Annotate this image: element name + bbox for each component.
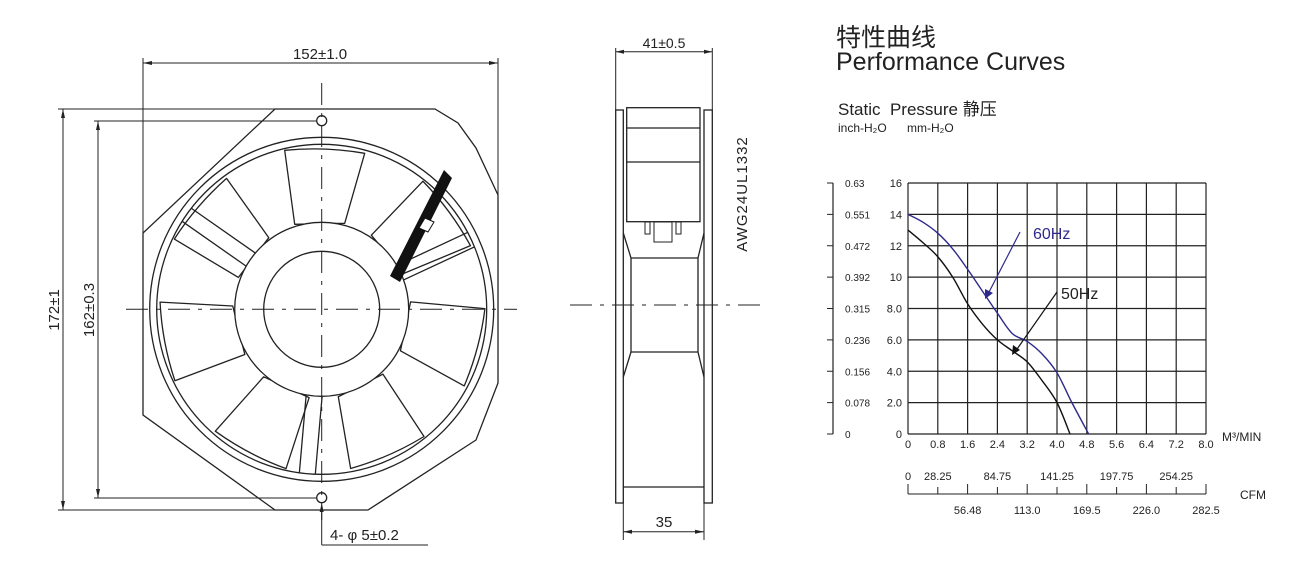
fan-blade [159,301,246,382]
y-tick-label-mm: 14 [890,209,902,221]
cfm-tick-label: 56.48 [954,505,982,517]
y-tick-label-inch: 0.63 [845,179,865,190]
chart-grid [907,182,1207,435]
fan-strut [181,207,257,268]
cfm-tick-label: 28.25 [924,471,952,483]
units-mm-label: mm-H₂O [907,121,954,135]
motor-box [626,107,701,223]
cfm-tick-label: 113.0 [1014,505,1041,517]
fan-housing-outline [142,108,499,511]
50hz-arrowhead [1012,345,1020,355]
x-tick-label: 0.8 [930,439,945,451]
fan-blade [214,376,310,470]
y-tick-label-inch: 0.236 [845,336,870,347]
wire-spec-label: AWG24UL1332 [734,136,751,252]
chart-curves [907,213,1090,435]
width-dim-label: 152±1.0 [293,46,347,63]
height-dimension: 172±1 [46,108,320,511]
y-tick-label-mm: 0 [896,429,902,441]
y-tick-label-inch: 0.392 [845,273,870,284]
performance-chart: 000.828.251.656.482.484.753.2113.04.0141… [827,178,1266,517]
inner-depth-label: 35 [656,514,673,531]
y-tick-label-inch: 0.472 [845,242,870,253]
cfm-tick-label: 141.25 [1040,471,1074,483]
mount-hole-top [316,115,328,127]
60hz-leader-line [986,231,1021,297]
chart-ticks: 000.828.251.656.482.484.753.2113.04.0141… [827,178,1220,517]
x-tick-label: 4.8 [1079,439,1094,451]
fan-blades [159,148,486,470]
x-tick-label: 5.6 [1109,439,1124,451]
hole-spacing-dimension: 162±0.3 [81,120,316,499]
x-tick-label: 6.4 [1139,439,1154,451]
hole-spacing-label: 162±0.3 [81,283,98,337]
y-tick-label-mm: 12 [890,241,902,253]
x-tick-label: 7.2 [1169,439,1184,451]
depth-dimension: 41±0.5 [615,35,713,110]
y-tick-label-inch: 0.551 [845,210,870,221]
fan-blade [173,177,270,279]
fan-blade [399,301,486,387]
height-dim-label: 172±1 [46,289,63,331]
y-tick-label-inch: 0 [845,430,851,441]
left-flange [615,109,624,504]
hole-callout: 4- φ 5±0.2 [319,503,428,546]
60hz-label: 60Hz [1033,226,1070,243]
terminal-connector [644,221,682,243]
width-dimension: 152±1.0 [142,46,499,233]
hole-dim-label: 4- φ 5±0.2 [330,527,399,544]
x-tick-label: 8.0 [1198,439,1213,451]
units-inch-label: inch-H₂O [838,121,887,135]
cfm-tick-label: 254.25 [1159,471,1193,483]
title-chinese: 特性曲线 [836,24,937,52]
y-tick-label-inch: 0.156 [845,367,870,378]
x-axis-unit-label: M³/MIN [1222,430,1261,444]
curve-60hz [907,213,1090,435]
y-tick-label-mm: 6.0 [887,335,902,347]
fan-side-view: 41±0.5 35 AWG24UL1332 [570,35,760,540]
60hz-arrowhead [985,289,993,299]
fan-blade [284,148,366,225]
cfm-tick-label: 282.5 [1192,505,1220,517]
y-tick-label-inch: 0.315 [845,305,870,316]
cfm-axis-unit-label: CFM [1240,488,1266,502]
50hz-label: 50Hz [1061,286,1098,303]
fan-strut [298,394,323,475]
x-tick-label: 3.2 [1020,439,1035,451]
cfm-tick-label: 0 [905,471,911,483]
y-tick-label-mm: 10 [890,272,902,284]
cfm-tick-label: 226.0 [1133,505,1161,517]
x-tick-label: 1.6 [960,439,975,451]
x-tick-label: 2.4 [990,439,1005,451]
curve-50hz [907,229,1071,435]
depth-dim-label: 41±0.5 [643,35,686,51]
right-flange [703,109,713,504]
fan-blade [337,373,425,470]
cfm-tick-label: 169.5 [1073,505,1101,517]
y-tick-label-mm: 8.0 [887,304,902,316]
lead-wire [390,170,452,282]
y-tick-label-mm: 2.0 [887,398,902,410]
x-tick-label: 4.0 [1049,439,1064,451]
inner-depth-dimension: 35 [622,503,705,540]
50hz-leader-line [1014,291,1058,353]
fan-front-view: 152±1.0 172±1 162±0.3 4- φ 5±0.2 [46,46,517,546]
y-tick-label-mm: 4.0 [887,366,902,378]
x-tick-label: 0 [905,439,911,451]
static-pressure-label: Static Pressure 静压 [838,100,997,119]
cfm-tick-label: 197.75 [1100,471,1134,483]
y-tick-label-inch: 0.078 [845,399,870,410]
title-english: Performance Curves [836,48,1066,76]
y-tick-label-mm: 16 [890,178,902,190]
fan-blade [370,180,472,275]
cfm-tick-label: 84.75 [984,471,1012,483]
